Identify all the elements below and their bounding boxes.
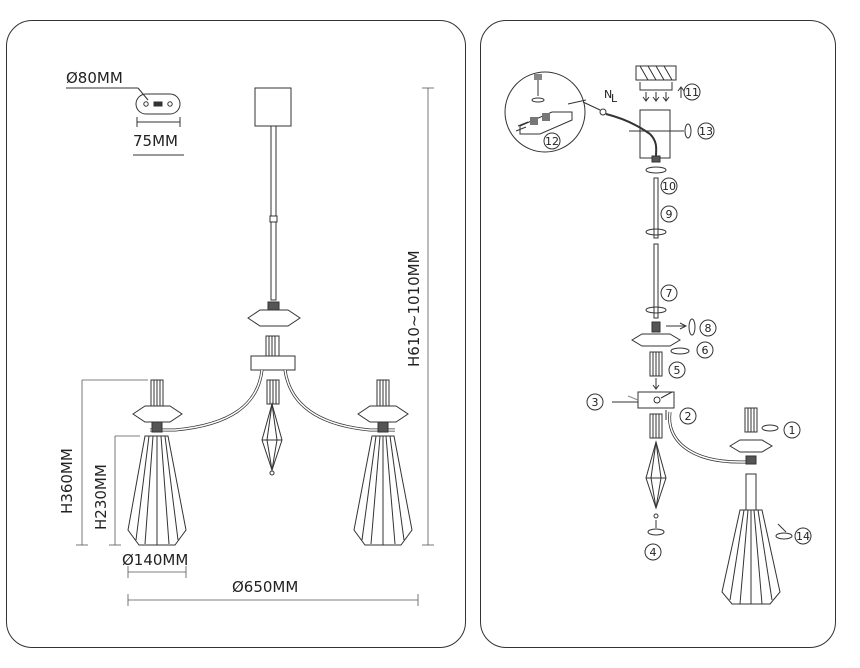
canopy-diameter-label: Ø80MM [66, 69, 123, 87]
step-7-marker [660, 284, 678, 302]
step-5-marker [668, 361, 686, 379]
step-13-marker [697, 122, 715, 140]
step-12-label: 12 [545, 135, 559, 148]
step-4-marker [644, 543, 662, 561]
step-1-marker [783, 421, 801, 439]
step-9-label: 9 [666, 208, 673, 221]
ceiling-canopy [254, 87, 292, 127]
step-12-marker [543, 132, 561, 150]
step-8-marker [699, 319, 717, 337]
step-8-label: 8 [705, 322, 712, 335]
assembly-disc [631, 333, 681, 347]
wire-l-label: L [611, 92, 618, 105]
chandelier-drawing [127, 87, 413, 546]
step-13-label: 13 [699, 125, 713, 138]
step-2-marker [679, 407, 697, 425]
step-2-label: 2 [685, 410, 692, 423]
upper-disc [247, 309, 301, 327]
total-diameter-label: Ø650MM [232, 578, 298, 596]
step-10-label: 10 [662, 180, 676, 193]
step-14-label: 14 [796, 530, 810, 543]
step-5-label: 5 [674, 364, 681, 377]
step-1-label: 1 [789, 424, 796, 437]
height-range-label: H610~1010MM [405, 250, 423, 367]
mount-spacing-label: 75MM [133, 132, 178, 150]
step-markers [543, 83, 812, 561]
step-6-label: 6 [702, 344, 709, 357]
step-11-label: 11 [685, 86, 699, 99]
right-disc [357, 405, 409, 423]
ceiling-mount [605, 65, 692, 159]
step-7-label: 7 [666, 287, 673, 300]
step-4-label: 4 [650, 546, 657, 559]
rod-assembly [612, 155, 793, 605]
center-shade [261, 402, 283, 472]
height-shade-label: H230MM [92, 464, 110, 530]
step-10-marker [660, 177, 678, 195]
left-disc [132, 405, 183, 423]
step-11-marker [683, 83, 701, 101]
wire-n-label: N [604, 88, 612, 101]
dimension-lines [76, 87, 434, 606]
step-6-marker [696, 341, 714, 359]
step-3-marker [586, 393, 604, 411]
step-numbers: 1 2 3 4 5 6 7 8 9 10 11 12 13 14 [545, 86, 810, 559]
canopy-detail: Ø80MM 75MM [66, 69, 184, 156]
step-14-marker [794, 527, 812, 545]
terminal-block-detail [504, 71, 587, 153]
hub-plate [250, 355, 296, 371]
step-3-label: 3 [592, 396, 599, 409]
step-9-marker [660, 205, 678, 223]
height-overall-label: H360MM [58, 448, 76, 514]
shade-diameter-label: Ø140MM [122, 551, 188, 569]
